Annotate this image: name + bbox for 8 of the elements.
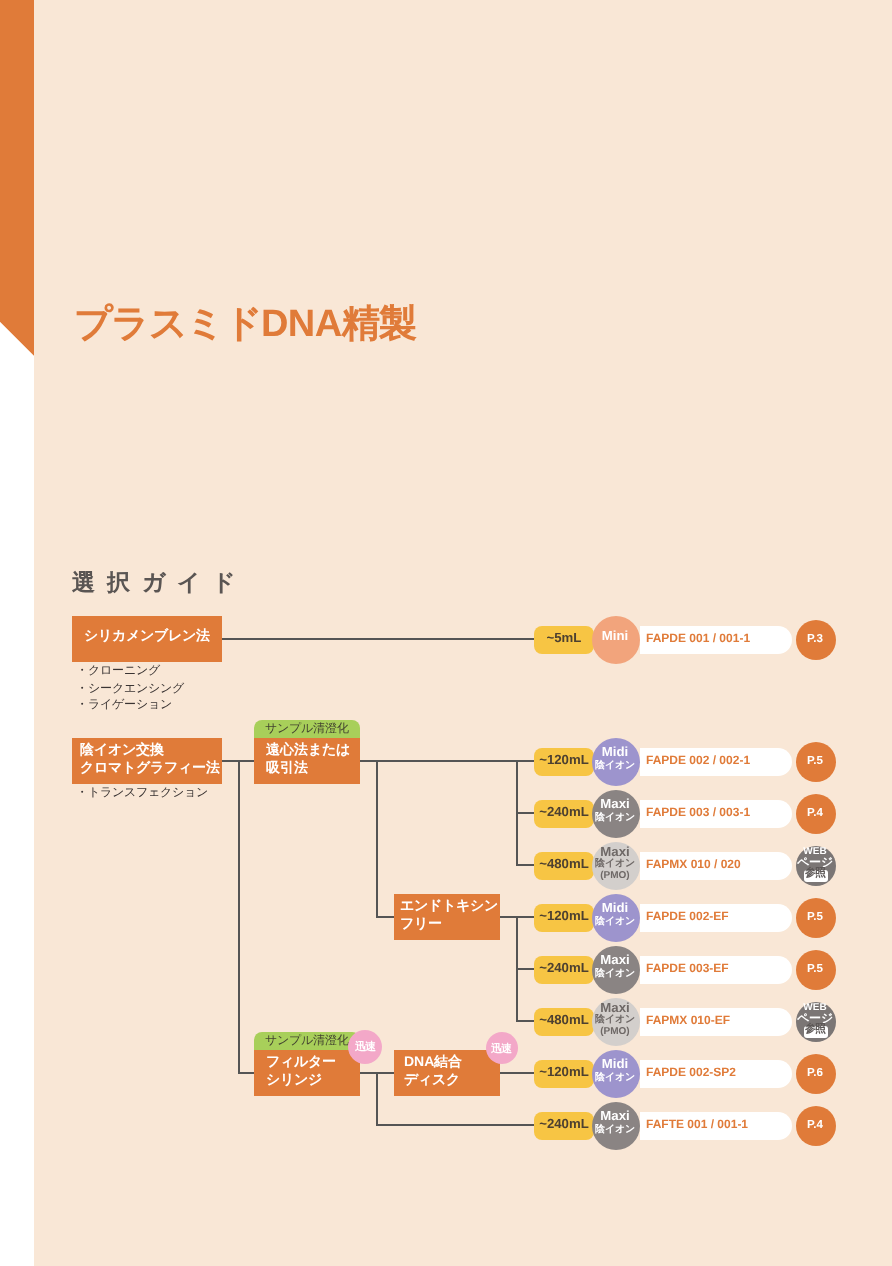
section-heading: 選択ガイド: [72, 570, 247, 598]
connector-line: [359, 760, 395, 918]
connector-line: [221, 760, 255, 1074]
connector-line: [499, 916, 535, 1022]
connector-line: [499, 1072, 535, 1074]
connector-line: [221, 638, 535, 640]
connector-line: [359, 1072, 535, 1126]
title: プラスミドDNA精製: [74, 304, 417, 348]
